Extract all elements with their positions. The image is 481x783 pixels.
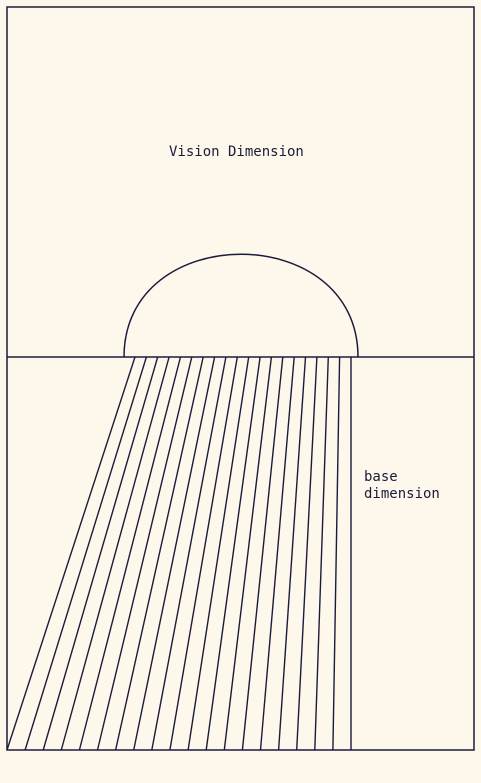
ray-line xyxy=(78,356,182,751)
ray-line xyxy=(296,356,318,751)
ray-line xyxy=(169,356,238,751)
ray-line xyxy=(277,356,307,751)
vision-dimension-label: Vision Dimension xyxy=(169,144,304,160)
base-label-line-2: dimension xyxy=(364,486,440,502)
ray-line xyxy=(60,356,170,751)
ray-line xyxy=(42,356,159,751)
ray-line xyxy=(24,356,148,751)
vision-dome xyxy=(123,253,359,358)
ray-line xyxy=(241,356,284,751)
ray-line xyxy=(151,356,227,751)
base-label-line-1: base xyxy=(364,469,398,485)
ray-line xyxy=(332,356,341,751)
ray-line xyxy=(223,356,273,751)
ray-line xyxy=(114,356,204,751)
ray-line xyxy=(133,356,216,751)
ray-line xyxy=(6,356,136,751)
ray-line xyxy=(259,356,295,751)
rays-group xyxy=(6,356,352,751)
ray-line xyxy=(96,356,193,751)
ray-line xyxy=(187,356,250,751)
ray-line xyxy=(314,356,329,751)
base-dimension-label: base dimension xyxy=(364,469,440,503)
outer-frame xyxy=(6,6,475,751)
ray-line xyxy=(205,356,261,751)
